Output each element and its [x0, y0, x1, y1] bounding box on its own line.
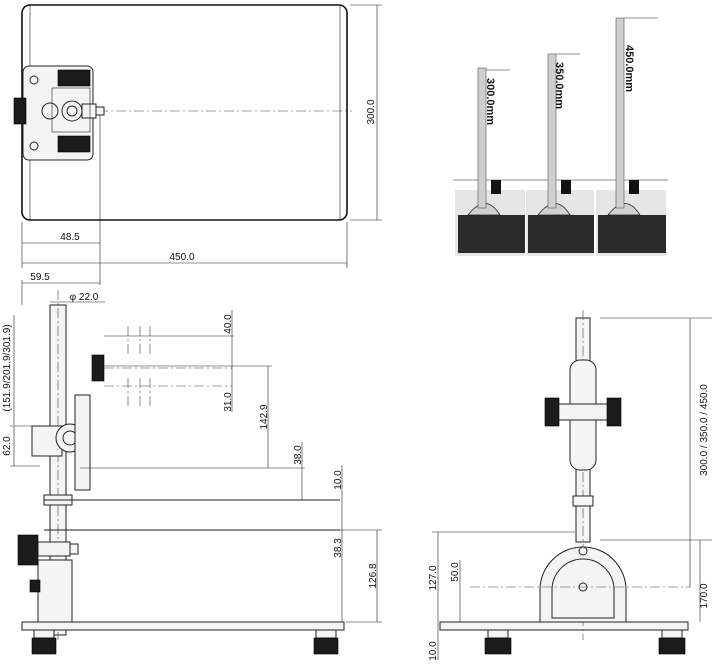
photo-label-300: 300.0mm: [484, 78, 496, 125]
dim-10-front: 10.0: [428, 641, 439, 661]
dim-offset-top: 59.5: [30, 272, 50, 283]
clamp-assembly-top: [13, 65, 105, 161]
dim-38-3: 38.3: [333, 538, 344, 558]
dim-depth: 300.0: [366, 99, 377, 124]
dim-38: 38.0: [293, 445, 304, 465]
dim-31: 31.0: [223, 392, 234, 412]
dim-50: 50.0: [450, 562, 461, 582]
front-view: 300.0 / 350.0 / 450.0 170.0 127.0 50.0 1…: [428, 310, 712, 661]
top-view: 300.0 450.0 48.5: [13, 4, 382, 285]
dim-142: 142.9: [259, 404, 270, 429]
photo-label-350: 350.0mm: [553, 62, 565, 109]
dim-offset: 48.5: [60, 232, 80, 243]
dim-height-options: (151.9/201.9/301.9): [2, 324, 13, 411]
base-plate-side: [21, 621, 345, 631]
dim-40: 40.0: [223, 314, 234, 334]
dim-10: 10.0: [333, 470, 344, 490]
dim-width: 450.0: [169, 252, 194, 263]
dim-127: 127.0: [428, 565, 439, 590]
photo-450: 450.0mm: [596, 17, 666, 256]
arch-base: [539, 546, 627, 623]
height-photos: 300.0mm 350.0mm 450.0mm: [453, 15, 668, 257]
dim-170: 170.0: [699, 583, 710, 608]
dim-pole-lengths: 300.0 / 350.0 / 450.0: [699, 384, 710, 476]
base-plate-front: [439, 621, 689, 631]
side-view: 59.5 φ 22.0 (151.9/201.9/301.9) 62.0 40.…: [2, 272, 382, 655]
photo-300: 300.0mm: [455, 67, 525, 256]
dim-126: 126.8: [368, 563, 379, 588]
photo-350: 350.0mm: [526, 53, 594, 256]
photo-label-450: 450.0mm: [623, 45, 635, 92]
dashed-indicators: [127, 326, 151, 406]
dim-pole-diameter: φ 22.0: [70, 292, 99, 303]
dim-clamp-height: 62.0: [2, 436, 13, 456]
